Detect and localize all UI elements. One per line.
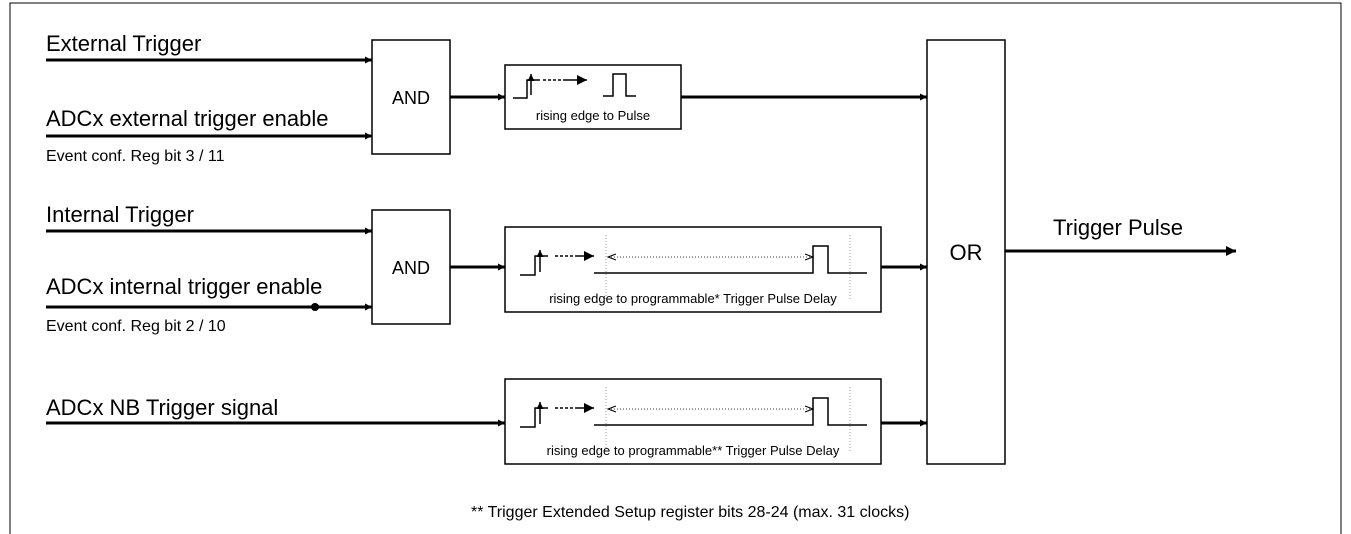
and-gate-mid-label: AND [392, 258, 430, 278]
delay-block-bottom [504, 378, 882, 465]
and-gate-top [371, 39, 451, 155]
diagram-frame [9, 2, 1342, 534]
external-trigger-label: External Trigger [46, 31, 201, 56]
delay-waveform-mid [520, 235, 867, 300]
or-gate-label: OR [950, 240, 983, 265]
internal-enable-register-label: Event conf. Reg bit 2 / 10 [46, 318, 226, 335]
delay-block-mid [504, 226, 882, 313]
adc-external-enable-label: ADCx external trigger enable [46, 106, 328, 131]
delay-block-mid-label: rising edge to programmable* Trigger Pul… [549, 291, 837, 306]
delay-block-bottom-label: rising edge to programmable** Trigger Pu… [547, 443, 840, 458]
nb-trigger-label: ADCx NB Trigger signal [46, 395, 278, 420]
junction-dot [311, 303, 319, 311]
and-gate-top-label: AND [392, 88, 430, 108]
or-gate [926, 39, 1006, 465]
footnote: ** Trigger Extended Setup register bits … [471, 504, 909, 521]
adc-internal-enable-label: ADCx internal trigger enable [46, 274, 322, 299]
edge-to-pulse-waveform [513, 73, 636, 99]
delay-waveform-bottom [520, 387, 867, 452]
external-enable-register-label: Event conf. Reg bit 3 / 11 [46, 148, 225, 165]
internal-trigger-label: Internal Trigger [46, 202, 194, 227]
pulse-block-top-label: rising edge to Pulse [536, 108, 650, 123]
trigger-pulse-output-label: Trigger Pulse [1053, 215, 1183, 240]
